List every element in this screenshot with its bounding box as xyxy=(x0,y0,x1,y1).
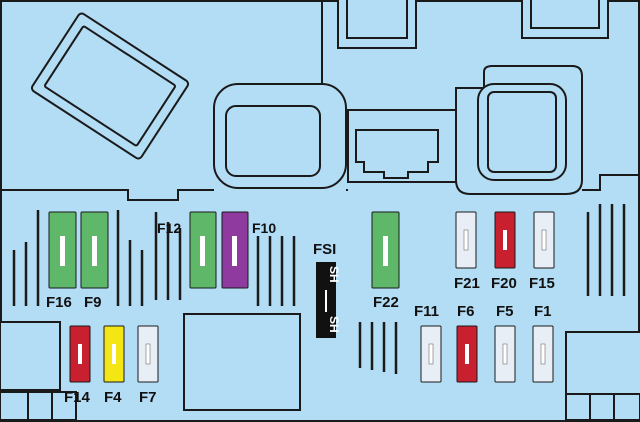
fuse-F14 xyxy=(69,325,91,383)
fuse-F22 xyxy=(371,211,400,289)
label-F22: F22 xyxy=(373,294,399,311)
tilted-relay xyxy=(30,12,190,160)
label-F12: F12 xyxy=(157,220,181,236)
terminal-strip-left xyxy=(0,391,77,421)
fuse-F10 xyxy=(221,211,249,289)
fuse-F9 xyxy=(80,211,109,289)
fuse-F1 xyxy=(532,325,554,383)
label-F10: F10 xyxy=(252,220,276,236)
lower-left-box xyxy=(0,321,61,391)
label-F7: F7 xyxy=(139,389,157,406)
fuse-F16 xyxy=(48,211,77,289)
connector-housing-left xyxy=(213,83,347,189)
fuse-F11 xyxy=(420,325,442,383)
fuse-F6 xyxy=(456,325,478,383)
fsi-shunt: SH SH xyxy=(316,262,341,338)
fuse-F12 xyxy=(189,211,217,289)
label-F15: F15 xyxy=(529,275,555,292)
lower-center-box xyxy=(183,313,301,411)
label-F11: F11 xyxy=(414,303,439,320)
label-F16: F16 xyxy=(46,294,72,311)
fuse-F15 xyxy=(533,211,555,269)
label-F1: F1 xyxy=(534,303,552,320)
label-F14: F14 xyxy=(64,389,91,406)
top-relay-right xyxy=(521,0,609,39)
connector-housing-center xyxy=(347,109,457,183)
label-F21: F21 xyxy=(454,275,480,292)
lower-right-box xyxy=(565,331,640,395)
fuse-F20 xyxy=(494,211,516,269)
label-F4: F4 xyxy=(104,389,122,406)
connector-housing-right xyxy=(455,65,583,195)
empty-slots xyxy=(12,204,626,374)
top-relay-left xyxy=(337,0,417,49)
fuse-F21 xyxy=(455,211,477,269)
fuse-F7 xyxy=(137,325,159,383)
shunt-label-top: SH xyxy=(327,266,341,283)
label-F5: F5 xyxy=(496,303,514,320)
terminal-strip-right xyxy=(565,393,640,421)
label-F20: F20 xyxy=(491,275,517,292)
label-F6: F6 xyxy=(457,303,475,320)
fuse-F5 xyxy=(494,325,516,383)
fuse-F4 xyxy=(103,325,125,383)
panel-edge xyxy=(0,174,640,201)
label-F9: F9 xyxy=(84,294,102,311)
label-FSI: FSI xyxy=(313,241,336,258)
shunt-label-bottom: SH xyxy=(327,316,341,333)
